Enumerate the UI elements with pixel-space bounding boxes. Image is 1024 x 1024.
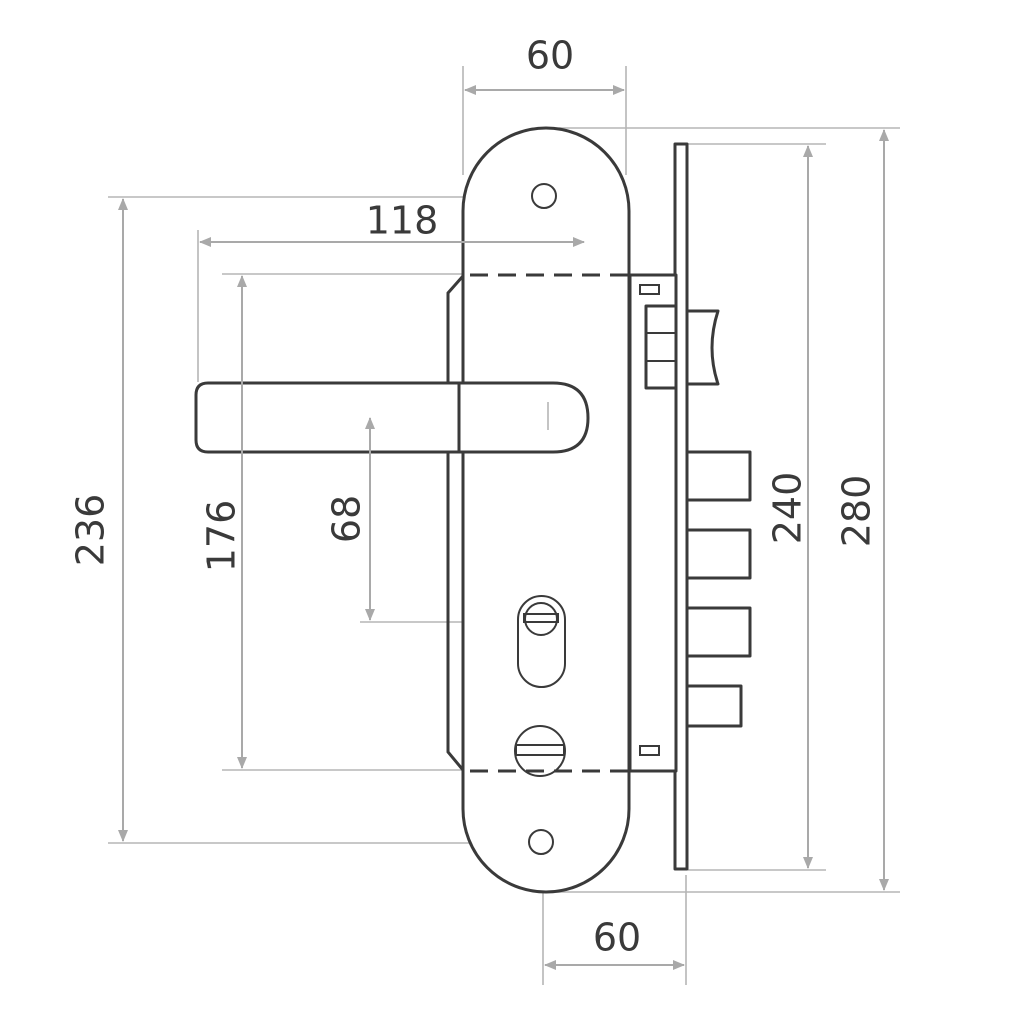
label-mounting-spacing: 236 [69, 494, 113, 567]
mounting-hole-bottom [528, 829, 554, 855]
label-backset: 60 [593, 916, 641, 960]
lever-handle [194, 381, 590, 454]
deadbolt-4 [685, 684, 743, 728]
label-handle-projection: 118 [366, 199, 439, 243]
deadbolt-2 [685, 528, 752, 580]
mounting-hole-top [531, 183, 557, 209]
dimension-lines [118, 85, 889, 970]
plate-outline [461, 126, 631, 894]
label-handle-cylinder: 68 [325, 495, 369, 543]
latch-bolt [685, 309, 720, 386]
mortise-lock-body [628, 142, 752, 871]
plate-rim [446, 275, 465, 771]
label-overall-height: 280 [835, 475, 879, 548]
cylinder-keyhole [517, 595, 566, 688]
case-slot-bottom [639, 745, 660, 756]
case-slot-top [639, 284, 660, 295]
deadbolt-1 [685, 450, 752, 502]
latch-block [644, 304, 678, 390]
cylinder-slot [523, 613, 559, 623]
deadbolt-3 [685, 606, 752, 658]
dimension-labels: 60 118 236 176 68 240 280 60 [69, 34, 879, 960]
escutcheon-plate [446, 126, 640, 894]
label-forend-length: 240 [766, 472, 810, 545]
label-plate-height: 176 [200, 500, 244, 573]
lever-outline [194, 381, 590, 454]
thumb-turn-slot [515, 744, 565, 756]
label-faceplate-width: 60 [526, 34, 574, 78]
